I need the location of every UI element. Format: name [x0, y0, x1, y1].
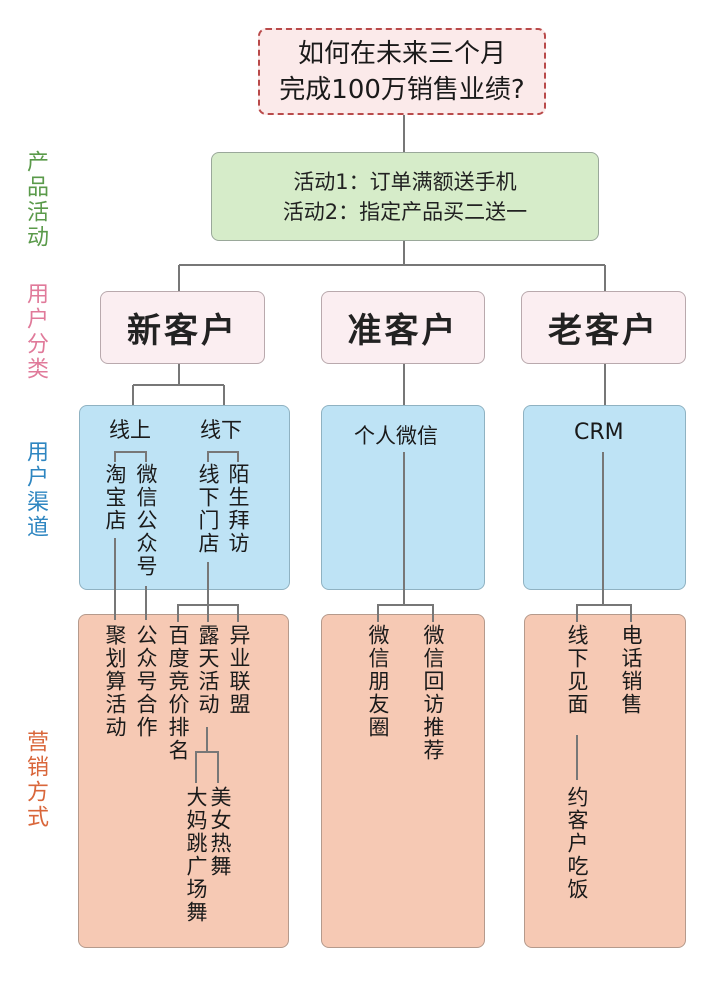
marketing-phone-sales: 电话销售	[619, 624, 643, 716]
marketing-wechat-revisit: 微信回访推荐	[421, 624, 445, 762]
marketing-official-account-cooperation: 公众号合作	[134, 624, 158, 739]
channel-cold-visit: 陌生拜访	[226, 463, 250, 555]
channel-box-old	[523, 405, 686, 590]
channel-crm: CRM	[574, 420, 624, 445]
goal-box: 如何在未来三个月 完成100万销售业绩?	[258, 28, 546, 115]
channel-wechat-official-account: 微信公众号	[134, 463, 158, 578]
side-label-marketing-method: 营销方式	[23, 730, 48, 830]
goal-line-2: 完成100万销售业绩?	[279, 74, 525, 105]
marketing-juhuasuan: 聚划算活动	[103, 624, 127, 739]
side-label-user-channel: 用户渠道	[23, 440, 48, 540]
marketing-offline-meeting: 线下见面	[565, 624, 589, 716]
marketing-beauty-dance: 美女热舞	[208, 786, 232, 878]
marketing-box-new	[78, 614, 289, 948]
channel-personal-wechat: 个人微信	[354, 424, 438, 448]
side-label-user-classification: 用户分类	[23, 282, 48, 382]
category-old-customer: 老客户	[521, 291, 686, 364]
marketing-dinner-with-client: 约客户吃饭	[565, 786, 589, 901]
marketing-wechat-moments: 微信朋友圈	[366, 624, 390, 739]
category-prospect-customer: 准客户	[321, 291, 485, 364]
marketing-box-prospect	[321, 614, 485, 948]
marketing-baidu-bidding: 百度竞价排名	[166, 624, 190, 762]
channel-online-label: 线上	[109, 418, 151, 442]
channel-taobao-store: 淘宝店	[103, 463, 127, 532]
channel-offline-label: 线下	[200, 418, 242, 442]
activity-line-2: 活动2：指定产品买二送一	[282, 199, 528, 224]
marketing-box-old	[524, 614, 686, 948]
goal-line-1: 如何在未来三个月	[297, 38, 506, 69]
marketing-outdoor-activity: 露天活动	[196, 624, 220, 716]
side-label-product-activity: 产品活动	[23, 150, 48, 250]
category-new-customer: 新客户	[100, 291, 265, 364]
product-activity-box: 活动1：订单满额送手机 活动2：指定产品买二送一	[211, 152, 599, 241]
activity-line-1: 活动1：订单满额送手机	[293, 169, 517, 194]
channel-offline-store: 线下门店	[196, 463, 220, 555]
marketing-square-dance: 大妈跳广场舞	[184, 786, 208, 924]
marketing-cross-industry-alliance: 异业联盟	[227, 624, 251, 716]
